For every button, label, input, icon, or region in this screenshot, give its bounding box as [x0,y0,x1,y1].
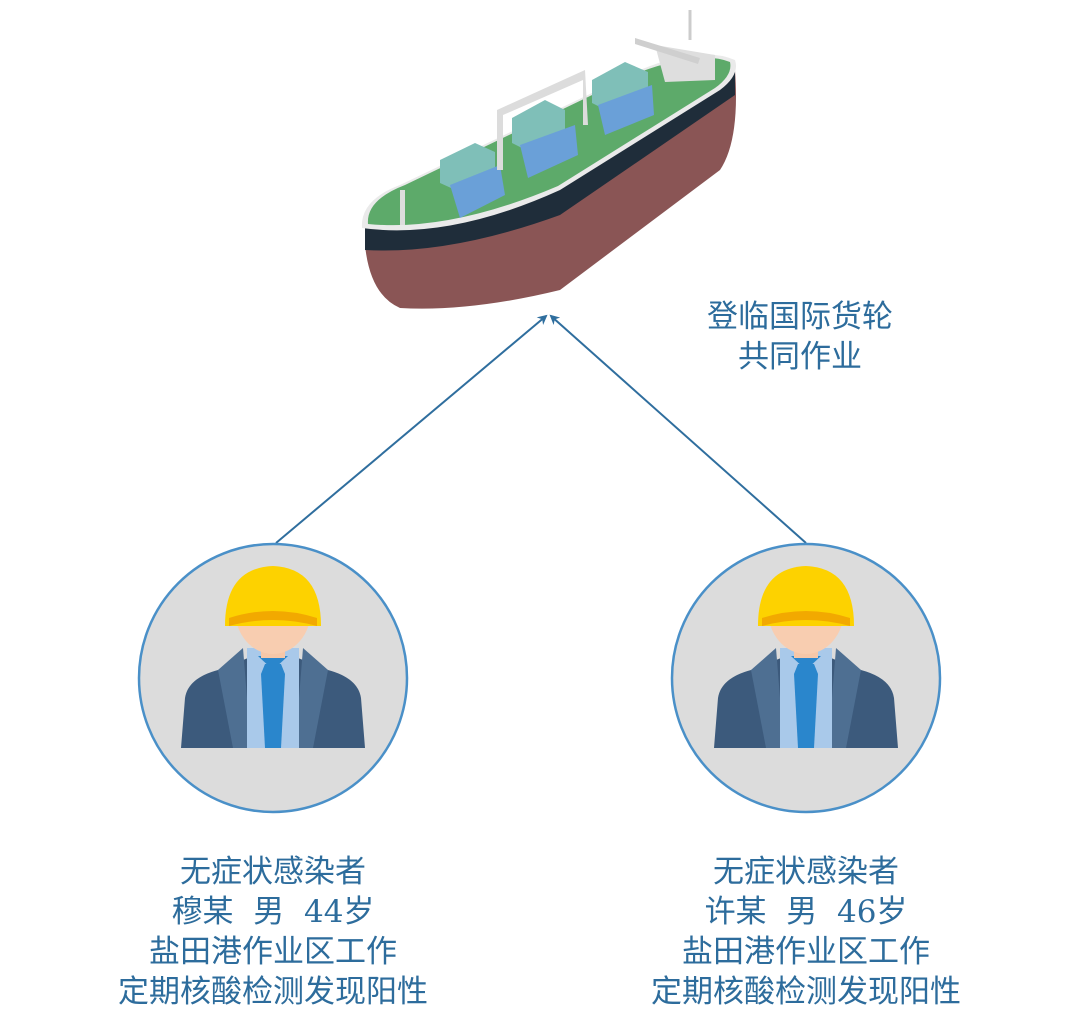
person-detection: 定期核酸检测发现阳性 [651,974,961,1010]
person-status: 无症状感染者 [713,854,899,890]
person-1-info: 无症状感染者穆某 男 44岁盐田港作业区工作定期核酸检测发现阳性 [73,852,473,1012]
person-identity: 许某 男 46岁 [704,894,908,930]
person-2-info: 无症状感染者许某 男 46岁盐田港作业区工作定期核酸检测发现阳性 [606,852,1006,1012]
worker-avatar-1 [137,542,409,814]
person-workplace: 盐田港作业区工作 [149,934,397,970]
person-status: 无症状感染者 [180,854,366,890]
ship-label: 登临国际货轮共同作业 [650,297,950,377]
ship-label-line: 共同作业 [738,339,862,375]
person-workplace: 盐田港作业区工作 [682,934,930,970]
person-detection: 定期核酸检测发现阳性 [118,974,428,1010]
person-identity: 穆某 男 44岁 [171,894,375,930]
arrow-person1-to-ship [275,314,548,544]
cargo-ship-illustration [361,10,736,309]
arrow-person2-to-ship [549,314,807,544]
worker-avatar-2 [670,542,942,814]
ship-label-line: 登临国际货轮 [707,299,893,335]
